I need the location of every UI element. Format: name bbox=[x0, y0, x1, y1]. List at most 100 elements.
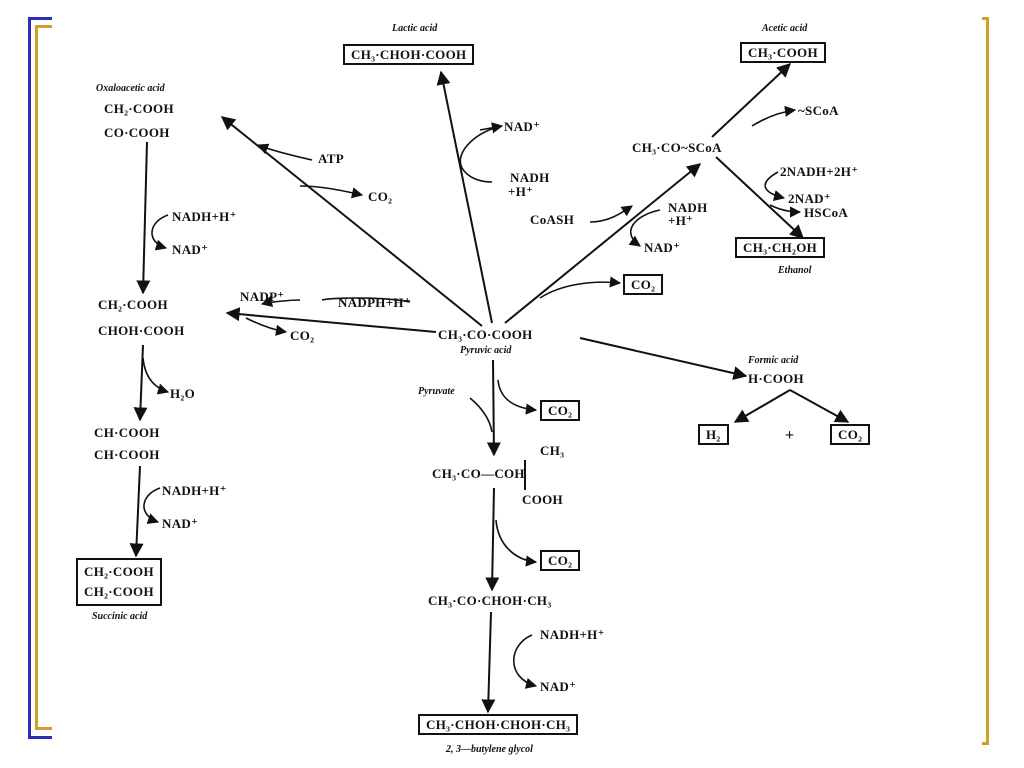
arrow-formate-to-h2 bbox=[733, 389, 791, 423]
arrow-co2-oxalo-out bbox=[299, 185, 364, 199]
arrow-acetolactate-to-acetoin bbox=[485, 487, 500, 592]
arrow-formate-to-co2 bbox=[789, 389, 850, 423]
curve-nadh-acetyl bbox=[628, 209, 661, 247]
acetolactate-main: CH₃·CO—COH bbox=[432, 466, 525, 481]
cofactor-co2-oxalo: CO₂ bbox=[368, 189, 393, 204]
arrow-hscoa-out bbox=[769, 204, 802, 218]
acetic-acid-name: Acetic acid bbox=[762, 23, 808, 34]
arrow-h2o-out bbox=[142, 357, 170, 395]
cofactor-nad-glycol: NAD⁺ bbox=[540, 679, 577, 694]
plus-sign: + bbox=[785, 427, 795, 444]
ethanol-name: Ethanol bbox=[778, 265, 812, 276]
curve-pyruvate-in bbox=[469, 397, 493, 433]
cofactor-atp: ATP bbox=[318, 151, 344, 166]
cofactor-nad-succinate: NAD⁺ bbox=[162, 516, 199, 531]
oxaloacetic-line1: CH₂·COOH bbox=[104, 101, 174, 116]
succinic-line2: CH₂·COOH bbox=[84, 584, 154, 600]
fumaric-line2: CH·COOH bbox=[94, 447, 160, 462]
arrow-oxaloacetate-to-malate bbox=[136, 141, 151, 295]
arrow-acetoin-to-glycol bbox=[481, 611, 496, 714]
curve-nadh-succinate bbox=[143, 487, 161, 524]
cofactor-co2-acetolactate-box: CO₂ bbox=[540, 400, 581, 421]
succinic-acid-box: CH₂·COOH CH₂·COOH bbox=[76, 558, 162, 607]
curve-nadph-in bbox=[321, 297, 411, 303]
cofactor-nadp: NADP⁺ bbox=[240, 289, 285, 304]
butylene-glycol-box: CH₃·CHOH·CHOH·CH₃ bbox=[418, 714, 579, 735]
frame-accent-blue-top bbox=[30, 17, 52, 20]
cofactor-nadh-glycol: NADH+H⁺ bbox=[540, 627, 605, 642]
arrow-pyruvate-to-formate bbox=[579, 337, 748, 381]
formic-acid-name: Formic acid bbox=[748, 355, 799, 366]
arrow-acetyl-coa-to-acetate bbox=[711, 63, 792, 138]
arrow-fumarate-to-succinate bbox=[129, 465, 144, 558]
cofactor-nadh-lactate: NADH bbox=[510, 170, 550, 185]
malic-line2: CHOH·COOH bbox=[98, 323, 185, 338]
curve-2nadh-ethanol bbox=[764, 171, 786, 201]
fumaric-line1: CH·COOH bbox=[94, 425, 160, 440]
succinic-line1: CH₂·COOH bbox=[84, 564, 154, 579]
succinic-acid-name: Succinic acid bbox=[92, 611, 148, 622]
frame-accent-gold-top bbox=[35, 25, 52, 28]
arrow-malate-to-fumarate bbox=[133, 344, 148, 422]
arrow-pyruvate-to-malate bbox=[225, 307, 437, 333]
frame-accent-gold-right-top bbox=[982, 17, 989, 20]
pyruvic-acid-name: Pyruvic acid bbox=[460, 345, 512, 356]
arrow-co2-acetoin-out bbox=[495, 519, 538, 567]
formic-acid-formula: H·COOH bbox=[748, 371, 804, 386]
h2-product-box: H₂ bbox=[698, 424, 729, 445]
cofactor-nadh-acetyl: NADH bbox=[668, 200, 708, 215]
acetolactate-bottom: COOH bbox=[522, 492, 563, 507]
frame-accent-gold-right bbox=[986, 17, 989, 745]
cofactor-nad-malate: NAD⁺ bbox=[172, 242, 209, 257]
frame-accent-gold-bottom bbox=[35, 727, 52, 730]
arrow-nadp-out bbox=[260, 296, 301, 307]
arrow-pyruvate-to-lactate bbox=[436, 70, 493, 324]
cofactor-h-acetyl: +H⁺ bbox=[668, 213, 694, 228]
arrow-co2-malic-in bbox=[245, 317, 288, 336]
cofactor-coash: CoASH bbox=[530, 212, 575, 227]
arrow-scoa-out bbox=[751, 105, 797, 127]
cofactor-co2-malic: CO₂ bbox=[290, 328, 315, 343]
arrow-coash-in bbox=[589, 205, 633, 223]
acetolactate-top: CH₃ bbox=[540, 443, 565, 458]
lactic-acid-box: CH₃·CHOH·COOH bbox=[343, 44, 475, 65]
cofactor-nad-acetyl: NAD⁺ bbox=[644, 240, 681, 255]
frame-accent-blue-bottom bbox=[28, 736, 52, 739]
arrow-co2-acetolactate-out bbox=[497, 379, 538, 415]
acetic-acid-box: CH₃·COOH bbox=[740, 42, 826, 63]
ethanol-box: CH₃·CH₂OH bbox=[735, 237, 826, 258]
cofactor-h2o: H₂O bbox=[170, 386, 196, 401]
cofactor-2nadh: 2NADH+2H⁺ bbox=[780, 164, 859, 179]
cofactor-co2-acetoin-box: CO₂ bbox=[540, 550, 581, 571]
cofactor-nadph: NADPH+H⁺ bbox=[338, 295, 411, 310]
oxaloacetic-acid-name: Oxaloacetic acid bbox=[96, 83, 165, 94]
frame-accent-blue-left bbox=[28, 17, 31, 739]
curve-nadh-glycol bbox=[512, 634, 538, 689]
oxaloacetic-line2: CO·COOH bbox=[104, 125, 170, 140]
cofactor-nadh-malate: NADH+H⁺ bbox=[172, 209, 237, 224]
cofactor-hscoa: HSCoA bbox=[804, 205, 849, 220]
acetyl-coa-formula: CH₃·CO~SCoA bbox=[632, 140, 722, 155]
pyruvate-label: Pyruvate bbox=[418, 386, 455, 397]
cofactor-h-lactate: +H⁺ bbox=[508, 184, 534, 199]
arrow-co2-acetyl-out bbox=[539, 276, 622, 299]
cofactor-co2-acetyl-box: CO₂ bbox=[623, 274, 664, 295]
pyruvic-acid-formula: CH₃·CO·COOH bbox=[438, 327, 533, 342]
cofactor-scoa: ~SCoA bbox=[798, 103, 839, 118]
co2-formic-box: CO₂ bbox=[830, 424, 871, 445]
curve-nadh-malate bbox=[151, 214, 169, 251]
arrow-acetyl-coa-to-ethanol bbox=[715, 156, 805, 239]
arrow-atp-in bbox=[256, 143, 313, 161]
cofactor-nadh-succinate: NADH+H⁺ bbox=[162, 483, 227, 498]
cofactor-2nad: 2NAD⁺ bbox=[788, 191, 832, 206]
malic-line1: CH₂·COOH bbox=[98, 297, 168, 312]
arrow-pyruvate-to-acetyl-coa bbox=[504, 163, 702, 324]
butylene-glycol-name: 2, 3—butylene glycol bbox=[446, 744, 533, 755]
arrow-nad-lactate-out bbox=[479, 122, 504, 134]
cofactor-nad-lactate: NAD⁺ bbox=[504, 119, 541, 134]
lactic-acid-name: Lactic acid bbox=[392, 23, 438, 34]
curve-nad-lactate bbox=[459, 125, 501, 183]
frame-accent-gold-left bbox=[35, 25, 38, 730]
arrow-pyruvate-to-acetolactate bbox=[486, 359, 501, 457]
